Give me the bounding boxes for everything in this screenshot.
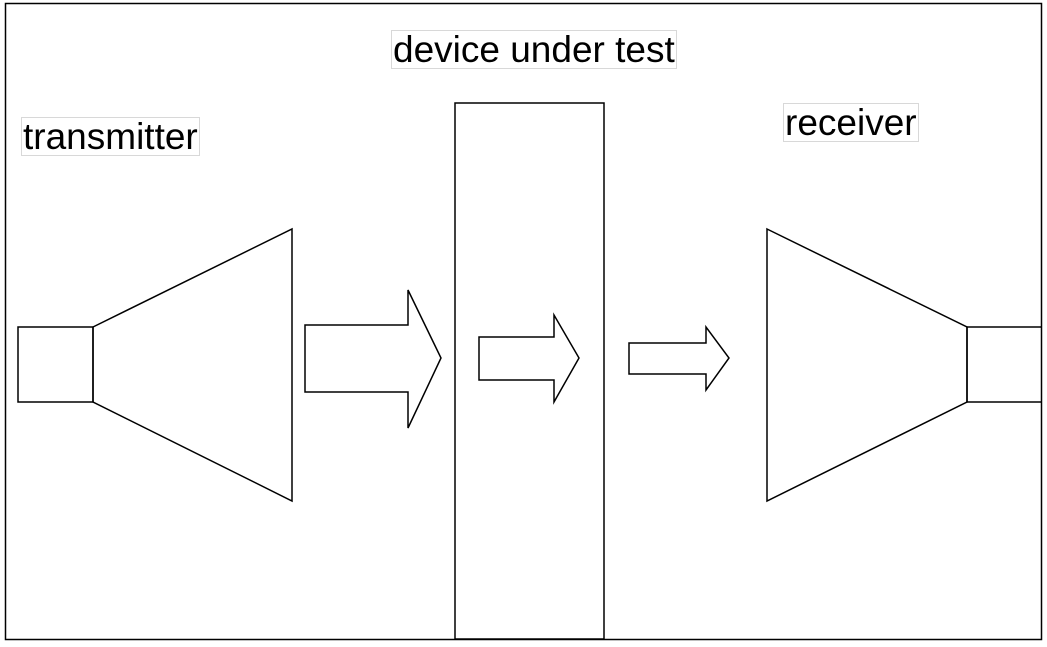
transmitted-wave-arrow-inside (478, 312, 580, 405)
transmitter-waveguide (17, 326, 94, 403)
transmitted-wave-arrow-outside (628, 324, 730, 393)
transmitter-label: transmitter (21, 116, 200, 157)
receiver-label: receiver (783, 102, 919, 143)
transmitter-flare (92, 227, 293, 503)
device-under-test-slab (454, 102, 605, 640)
outer-frame (4, 2, 1043, 641)
receiver-flare (766, 227, 968, 503)
device-under-test-label: device under test (391, 29, 677, 70)
transmitter-horn (17, 227, 293, 503)
receiver-horn (766, 227, 1041, 503)
incident-wave-arrow (304, 289, 442, 429)
receiver-waveguide (966, 326, 1041, 403)
